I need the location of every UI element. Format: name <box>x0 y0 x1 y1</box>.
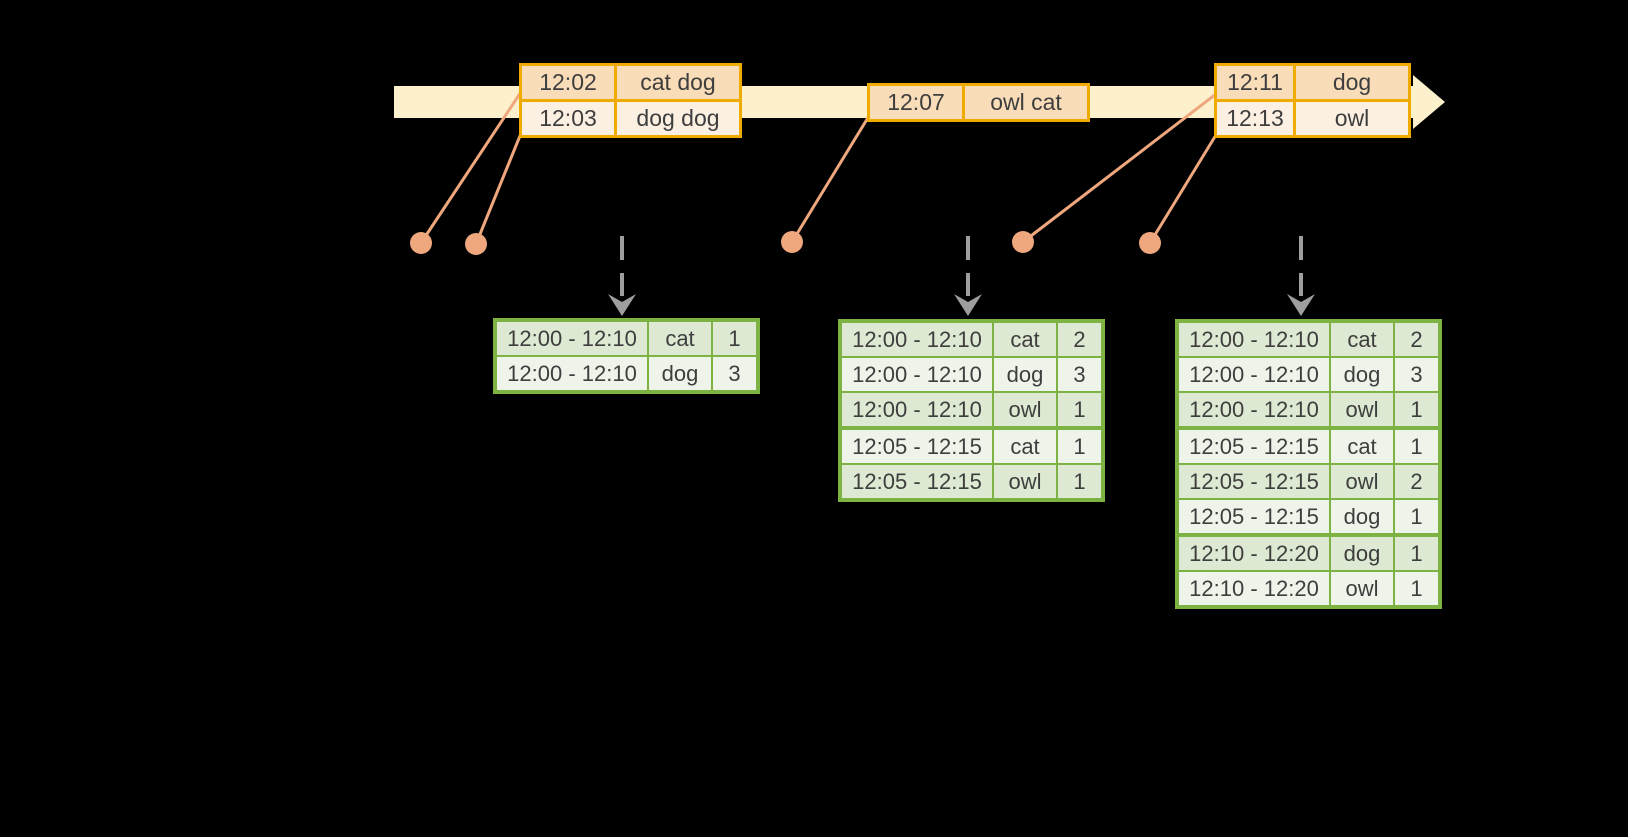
result-count-cell: 3 <box>1056 356 1104 393</box>
event-words-cell: owl cat <box>962 83 1090 122</box>
result-window-cell: 12:00 - 12:10 <box>839 320 994 358</box>
result-window-cell: 12:05 - 12:15 <box>1176 426 1331 465</box>
connector-line-12-02 <box>419 91 523 244</box>
result-count-cell: 1 <box>1393 498 1441 536</box>
result-word-cell: dog <box>1329 498 1395 536</box>
result-count-cell: 1 <box>1056 426 1104 465</box>
result-count-cell: 1 <box>1393 570 1441 608</box>
result-window-cell: 12:10 - 12:20 <box>1176 570 1331 608</box>
result-word-cell: owl <box>1329 391 1395 429</box>
result-count-cell: 1 <box>1056 391 1104 429</box>
result-word-cell: owl <box>992 463 1058 501</box>
result-count-cell: 1 <box>1393 391 1441 429</box>
result-count-cell: 2 <box>1393 463 1441 500</box>
result-word-cell: cat <box>1329 320 1395 358</box>
result-count-cell: 3 <box>1393 356 1441 393</box>
result-word-cell: cat <box>992 426 1058 465</box>
result-window-cell: 12:00 - 12:10 <box>1176 320 1331 358</box>
result-window-cell: 12:00 - 12:10 <box>494 319 649 357</box>
connector-line-12-03 <box>474 125 526 245</box>
event-dot-12-11 <box>1012 231 1034 253</box>
result-count-cell: 1 <box>1056 463 1104 501</box>
dashed-arrowhead-icon <box>608 294 636 316</box>
event-time-cell: 12:13 <box>1214 99 1296 138</box>
result-word-cell: owl <box>1329 570 1395 608</box>
event-words-cell: cat dog <box>614 63 742 102</box>
result-count-cell: 1 <box>1393 533 1441 572</box>
result-word-cell: dog <box>992 356 1058 393</box>
result-word-cell: cat <box>992 320 1058 358</box>
event-words-cell: dog <box>1293 63 1411 102</box>
result-count-cell: 1 <box>1393 426 1441 465</box>
event-dot-12-13 <box>1139 232 1161 254</box>
result-window-cell: 12:05 - 12:15 <box>839 463 994 501</box>
result-window-cell: 12:05 - 12:15 <box>1176 498 1331 536</box>
event-time-cell: 12:02 <box>519 63 617 102</box>
result-window-cell: 12:00 - 12:10 <box>1176 356 1331 393</box>
event-time-cell: 12:07 <box>867 83 965 122</box>
event-dot-12-07 <box>781 231 803 253</box>
event-dot-12-02 <box>410 232 432 254</box>
event-time-cell: 12:03 <box>519 99 617 138</box>
result-word-cell: dog <box>1329 533 1395 572</box>
event-dot-12-03 <box>465 233 487 255</box>
result-window-cell: 12:10 - 12:20 <box>1176 533 1331 572</box>
connector-line-12-11 <box>1022 92 1217 244</box>
result-word-cell: cat <box>1329 426 1395 465</box>
event-words-cell: dog dog <box>614 99 742 138</box>
result-window-cell: 12:05 - 12:15 <box>839 426 994 465</box>
result-window-cell: 12:00 - 12:10 <box>839 391 994 429</box>
result-window-cell: 12:05 - 12:15 <box>1176 463 1331 500</box>
event-time-cell: 12:11 <box>1214 63 1296 102</box>
connector-line-12-13 <box>1148 129 1221 244</box>
result-count-cell: 2 <box>1393 320 1441 358</box>
dashed-arrowhead-icon <box>1287 294 1315 316</box>
event-words-cell: owl <box>1293 99 1411 138</box>
result-word-cell: owl <box>1329 463 1395 500</box>
result-window-cell: 12:00 - 12:10 <box>494 355 649 393</box>
result-word-cell: cat <box>647 319 713 357</box>
result-word-cell: owl <box>992 391 1058 429</box>
result-count-cell: 2 <box>1056 320 1104 358</box>
connector-line-12-07 <box>790 115 871 243</box>
dashed-arrowhead-icon <box>954 294 982 316</box>
result-word-cell: dog <box>1329 356 1395 393</box>
result-count-cell: 3 <box>711 355 759 393</box>
result-word-cell: dog <box>647 355 713 393</box>
result-window-cell: 12:00 - 12:10 <box>839 356 994 393</box>
result-window-cell: 12:00 - 12:10 <box>1176 391 1331 429</box>
result-count-cell: 1 <box>711 319 759 357</box>
